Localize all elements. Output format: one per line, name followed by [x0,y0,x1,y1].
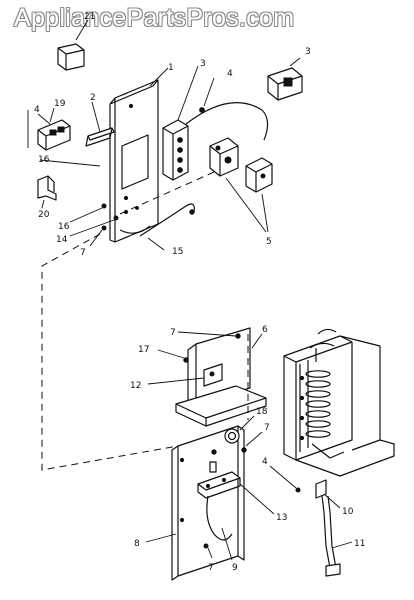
part-5-relay-a [209,137,239,177]
leader-16b [69,207,103,223]
callout-4: 4 [227,69,233,79]
leader-21 [75,19,89,41]
part-7-screw-top [235,333,241,339]
part-16-screw [101,203,107,209]
part-3-terminal-block [162,119,189,181]
callout-7: 7 [80,248,86,258]
leader-7a [89,229,103,247]
callout-7: 7 [264,423,270,433]
callout-21: 21 [84,12,95,22]
callout-4: 4 [262,457,268,467]
callout-14: 14 [56,235,68,245]
leader-3b [289,57,301,67]
callout-5: 5 [266,237,272,247]
callout-2: 2 [90,93,96,103]
part-14-screw [113,215,119,221]
callout-18: 18 [256,407,268,417]
part-12-bracket [203,363,223,387]
align-dash-main [41,233,179,471]
callout-16: 16 [38,155,50,165]
part-7-screw-right [241,447,247,453]
leader-20 [41,199,45,209]
callout-13: 13 [276,513,287,523]
part-6-housing [175,327,267,427]
leader-4c [269,465,297,489]
leader-13 [239,483,275,515]
harness-wire-upper [185,102,269,141]
callout-20: 20 [38,210,50,220]
leader-5a [225,177,267,233]
evaporator-assembly [283,328,395,477]
part-19-switch [37,119,71,151]
leader-11 [331,541,353,549]
part-5-relay-b [245,157,273,193]
leader-7c [245,431,263,447]
part-13-heater-bracket [197,471,241,499]
leader-16a [39,159,101,167]
callout-6: 6 [262,325,268,335]
leader-8 [145,533,177,543]
part-21-cap [57,43,85,71]
part-18-thermostat [224,428,240,444]
leader-6 [251,333,263,349]
leader-14 [69,219,115,237]
callout-4: 4 [34,105,40,115]
part-11-rod [321,495,331,569]
callout-7: 7 [208,563,214,573]
callout-10: 10 [342,507,354,517]
callout-3: 3 [305,47,311,57]
part-4-screw [199,107,205,113]
leader-10 [323,493,341,509]
leader-9 [221,527,233,561]
part-9-heater [206,495,233,541]
leader-15 [147,237,165,251]
leader-12 [147,377,205,385]
part-2-bracket [85,127,115,147]
callout-16: 16 [58,222,70,232]
leader-18 [239,415,255,431]
callout-19: 19 [54,99,66,109]
leader-1 [149,67,169,87]
leader-2 [91,101,101,133]
part-8-back-plate [171,425,245,581]
callout-17: 17 [138,345,149,355]
callout-15: 15 [172,247,183,257]
leader-4b [203,77,215,107]
part-17-screw [183,357,189,363]
part-7-screw-lower [203,543,209,549]
leader-3a [177,65,199,121]
part-10-clip [315,479,327,499]
align-dash-relay [119,171,215,215]
callout-9: 9 [232,563,238,573]
part-3-connector [267,67,303,101]
callout-8: 8 [134,539,140,549]
leader-4a [37,113,51,125]
callout-7: 7 [170,328,176,338]
watermark-text: AppliancePartsPros.com [14,4,295,32]
part-20-clip [37,175,57,201]
watermark: AppliancePartsPros.com [0,0,414,40]
leader-5b [261,193,269,233]
part-4-screw-lower [295,487,301,493]
callout-1: 1 [168,63,174,73]
leader-7b [177,331,237,337]
callout-3: 3 [200,59,206,69]
leader-7d [207,547,213,559]
leader-19 [49,107,55,123]
leader-17 [157,349,185,359]
callout-11: 11 [354,539,365,549]
callout-12: 12 [130,381,141,391]
part-7-screw-upper [101,225,107,231]
part-15-harness [139,203,195,237]
